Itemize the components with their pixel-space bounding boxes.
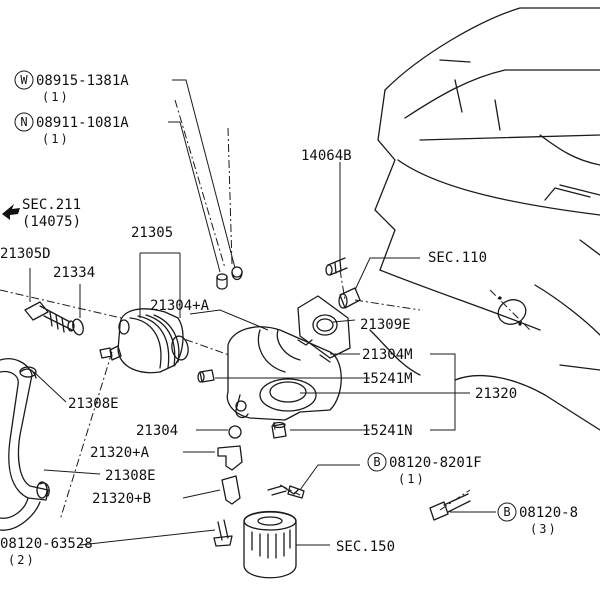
circle-w-marker: [14, 70, 34, 90]
circle-letter-n: N: [20, 115, 27, 129]
circle-letter-b2: B: [503, 505, 510, 519]
label-21304a: 21304+A: [150, 298, 210, 314]
bracket-21320b: [221, 475, 241, 505]
circle-n-marker: [14, 112, 34, 132]
bolt-8201f: [267, 485, 305, 499]
leader-lines: [29, 79, 496, 546]
label-14064b: 14064B: [301, 148, 352, 164]
label-08120-8: 08120-8: [519, 505, 578, 521]
plug-15241n: [271, 421, 287, 439]
oil-filter-sec150: [243, 510, 297, 579]
label-08120-8201f-qty: (1): [398, 472, 426, 486]
stud-top: [216, 266, 243, 290]
gasket-21304a: [171, 335, 189, 361]
label-21304m: 21304M: [362, 347, 413, 363]
label-sec110: SEC.110: [428, 250, 487, 266]
circled-letters: W N B B: [14, 70, 517, 522]
label-21305d: 21305D: [0, 246, 51, 262]
label-w-qty: (1): [42, 90, 70, 104]
hose-21308e: [0, 358, 50, 531]
sec211-arrow: [2, 204, 20, 220]
gasket-ring: [489, 289, 531, 331]
label-21305: 21305: [131, 225, 173, 241]
label-21334: 21334: [53, 265, 95, 281]
label-21308e-low: 21308E: [105, 468, 156, 484]
stud-14064b: [325, 257, 348, 276]
bolt-63528: [213, 519, 233, 547]
label-21308e-top: 21308E: [68, 396, 119, 412]
label-08120-63528-qty: (2): [8, 553, 36, 567]
circle-b-marker-1: [367, 452, 387, 472]
label-15241m: 15241M: [362, 371, 413, 387]
circle-letter-b1: B: [373, 455, 380, 469]
label-sec211: SEC.211: [22, 197, 81, 213]
oil-cooler-21305: [99, 308, 184, 374]
bolt-21305d: [24, 301, 75, 333]
engine-block-outline: [369, 7, 600, 431]
label-n-part: 08911-1081A: [36, 115, 129, 131]
label-21304: 21304: [136, 423, 178, 439]
oring-21334: [72, 318, 84, 336]
label-21309e: 21309E: [360, 317, 411, 333]
bolt-right-08120: [429, 493, 471, 521]
label-w-part: 08915-1381A: [36, 73, 129, 89]
circle-letter-w: W: [20, 73, 28, 87]
gasket-21309e: [297, 295, 351, 359]
washer-21304: [228, 425, 242, 439]
label-n-qty: (1): [42, 132, 70, 146]
label-08120-8201f: 08120-8201F: [389, 455, 482, 471]
part-labels: 08915-1381A (1) 08911-1081A (1) SEC.211 …: [0, 73, 578, 567]
label-sec150: SEC.150: [336, 539, 395, 555]
connector-sec110: [338, 287, 361, 309]
label-15241n: 15241N: [362, 423, 413, 439]
oil-filter-bracket: [226, 326, 342, 421]
label-21320a: 21320+A: [90, 445, 150, 461]
label-sec211-sub: (14075): [22, 214, 81, 230]
label-21320: 21320: [475, 386, 517, 402]
label-21320b: 21320+B: [92, 491, 151, 507]
plug-15241m: [197, 369, 215, 383]
circle-b-marker-2: [497, 502, 517, 522]
label-08120-8-qty: (3): [530, 522, 558, 536]
bracket-21320a: [217, 445, 243, 471]
label-08120-63528: 08120-63528: [0, 536, 93, 552]
